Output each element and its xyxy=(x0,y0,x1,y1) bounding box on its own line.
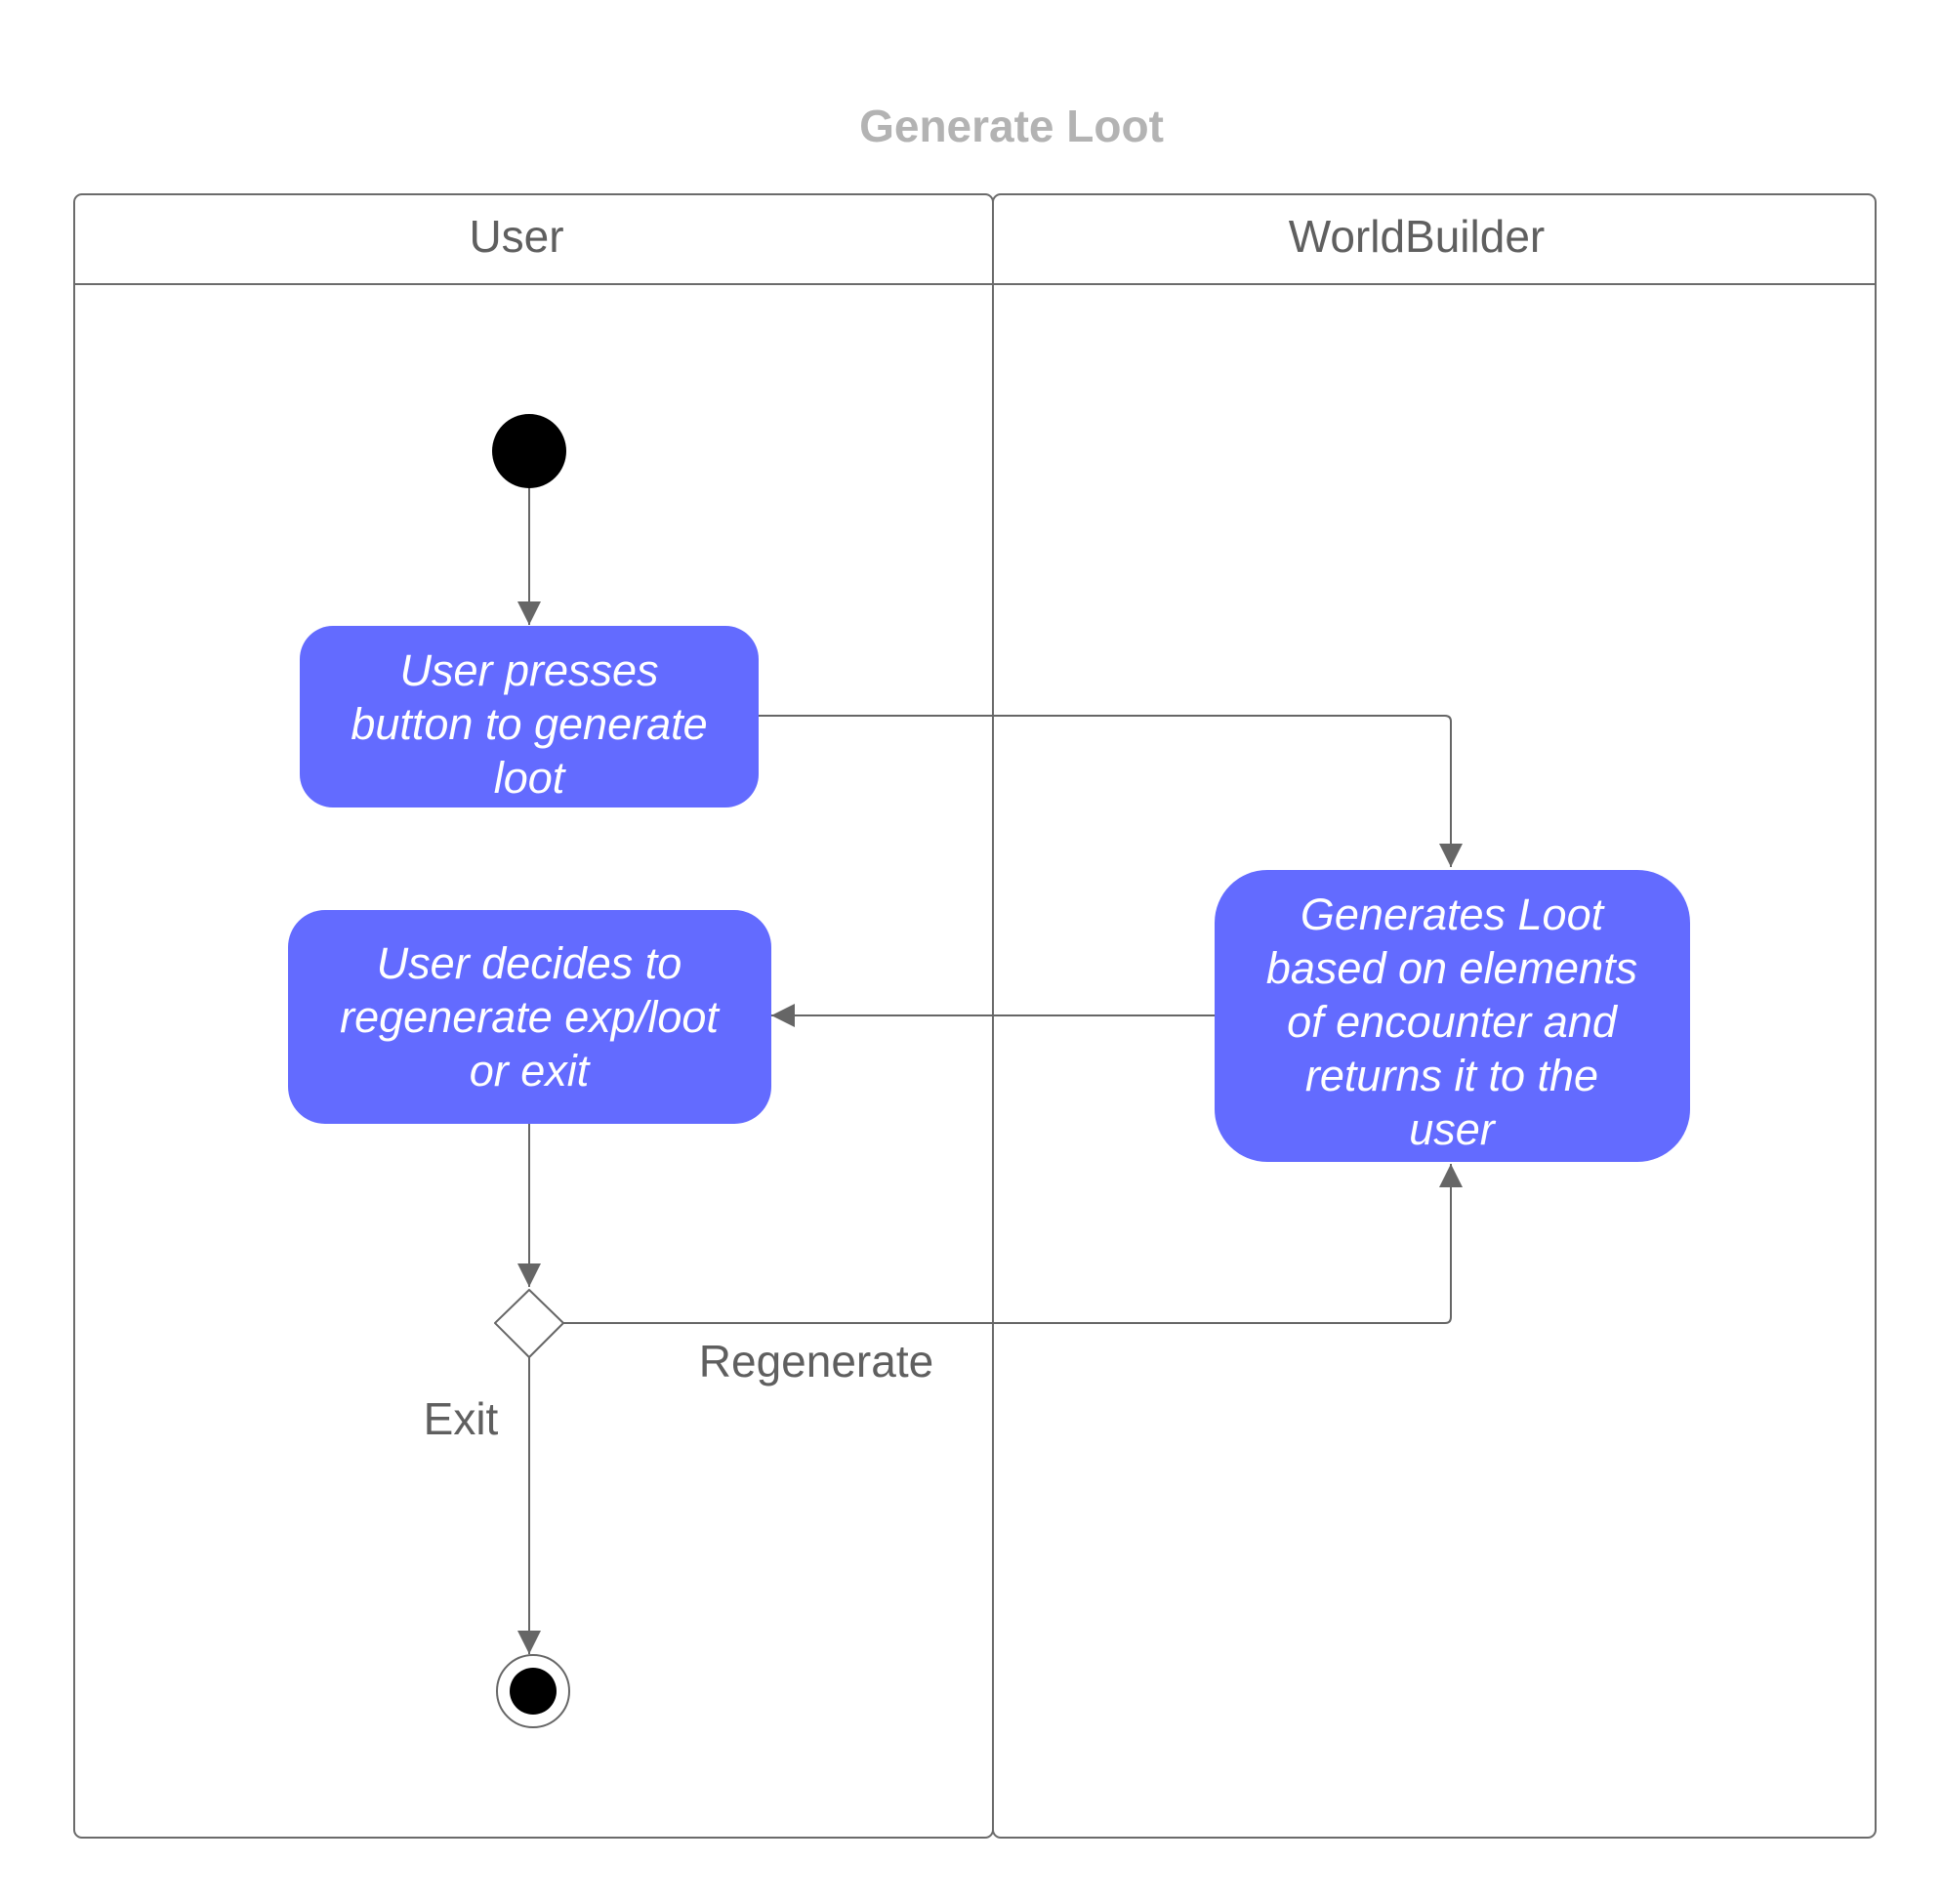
edge-press-to-generate xyxy=(759,715,1463,867)
action-press-button-line-2: button to generate xyxy=(351,699,707,749)
edge-label-exit: Exit xyxy=(424,1393,499,1444)
edge-label-regenerate: Regenerate xyxy=(699,1336,933,1387)
action-user-decides: User decides to regenerate exp/loot or e… xyxy=(288,910,771,1124)
action-user-decides-line-1: User decides to xyxy=(377,938,682,988)
decision-node xyxy=(494,1289,564,1358)
edges xyxy=(517,488,1463,1654)
action-generate-loot-line-1: Generates Loot xyxy=(1301,890,1606,939)
action-generate-loot-line-2: based on elements xyxy=(1266,943,1637,993)
lane-header-user: User xyxy=(469,211,563,262)
diagram-title: Generate Loot xyxy=(859,101,1164,151)
action-press-button-line-1: User presses xyxy=(399,645,658,695)
initial-node xyxy=(492,414,566,488)
action-user-decides-line-3: or exit xyxy=(470,1046,592,1096)
lane-header-worldbuilder: WorldBuilder xyxy=(1289,211,1545,262)
final-node xyxy=(496,1654,570,1728)
action-generate-loot: Generates Loot based on elements of enco… xyxy=(1215,870,1690,1162)
action-generate-loot-line-3: of encounter and xyxy=(1287,997,1619,1047)
action-user-decides-line-2: regenerate exp/loot xyxy=(340,992,721,1042)
edge-decision-regenerate xyxy=(563,1164,1463,1324)
action-generate-loot-line-4: returns it to the xyxy=(1305,1051,1598,1100)
action-press-button: User presses button to generate loot xyxy=(300,626,759,807)
action-press-button-line-3: loot xyxy=(494,753,567,803)
action-generate-loot-line-5: user xyxy=(1409,1104,1497,1154)
